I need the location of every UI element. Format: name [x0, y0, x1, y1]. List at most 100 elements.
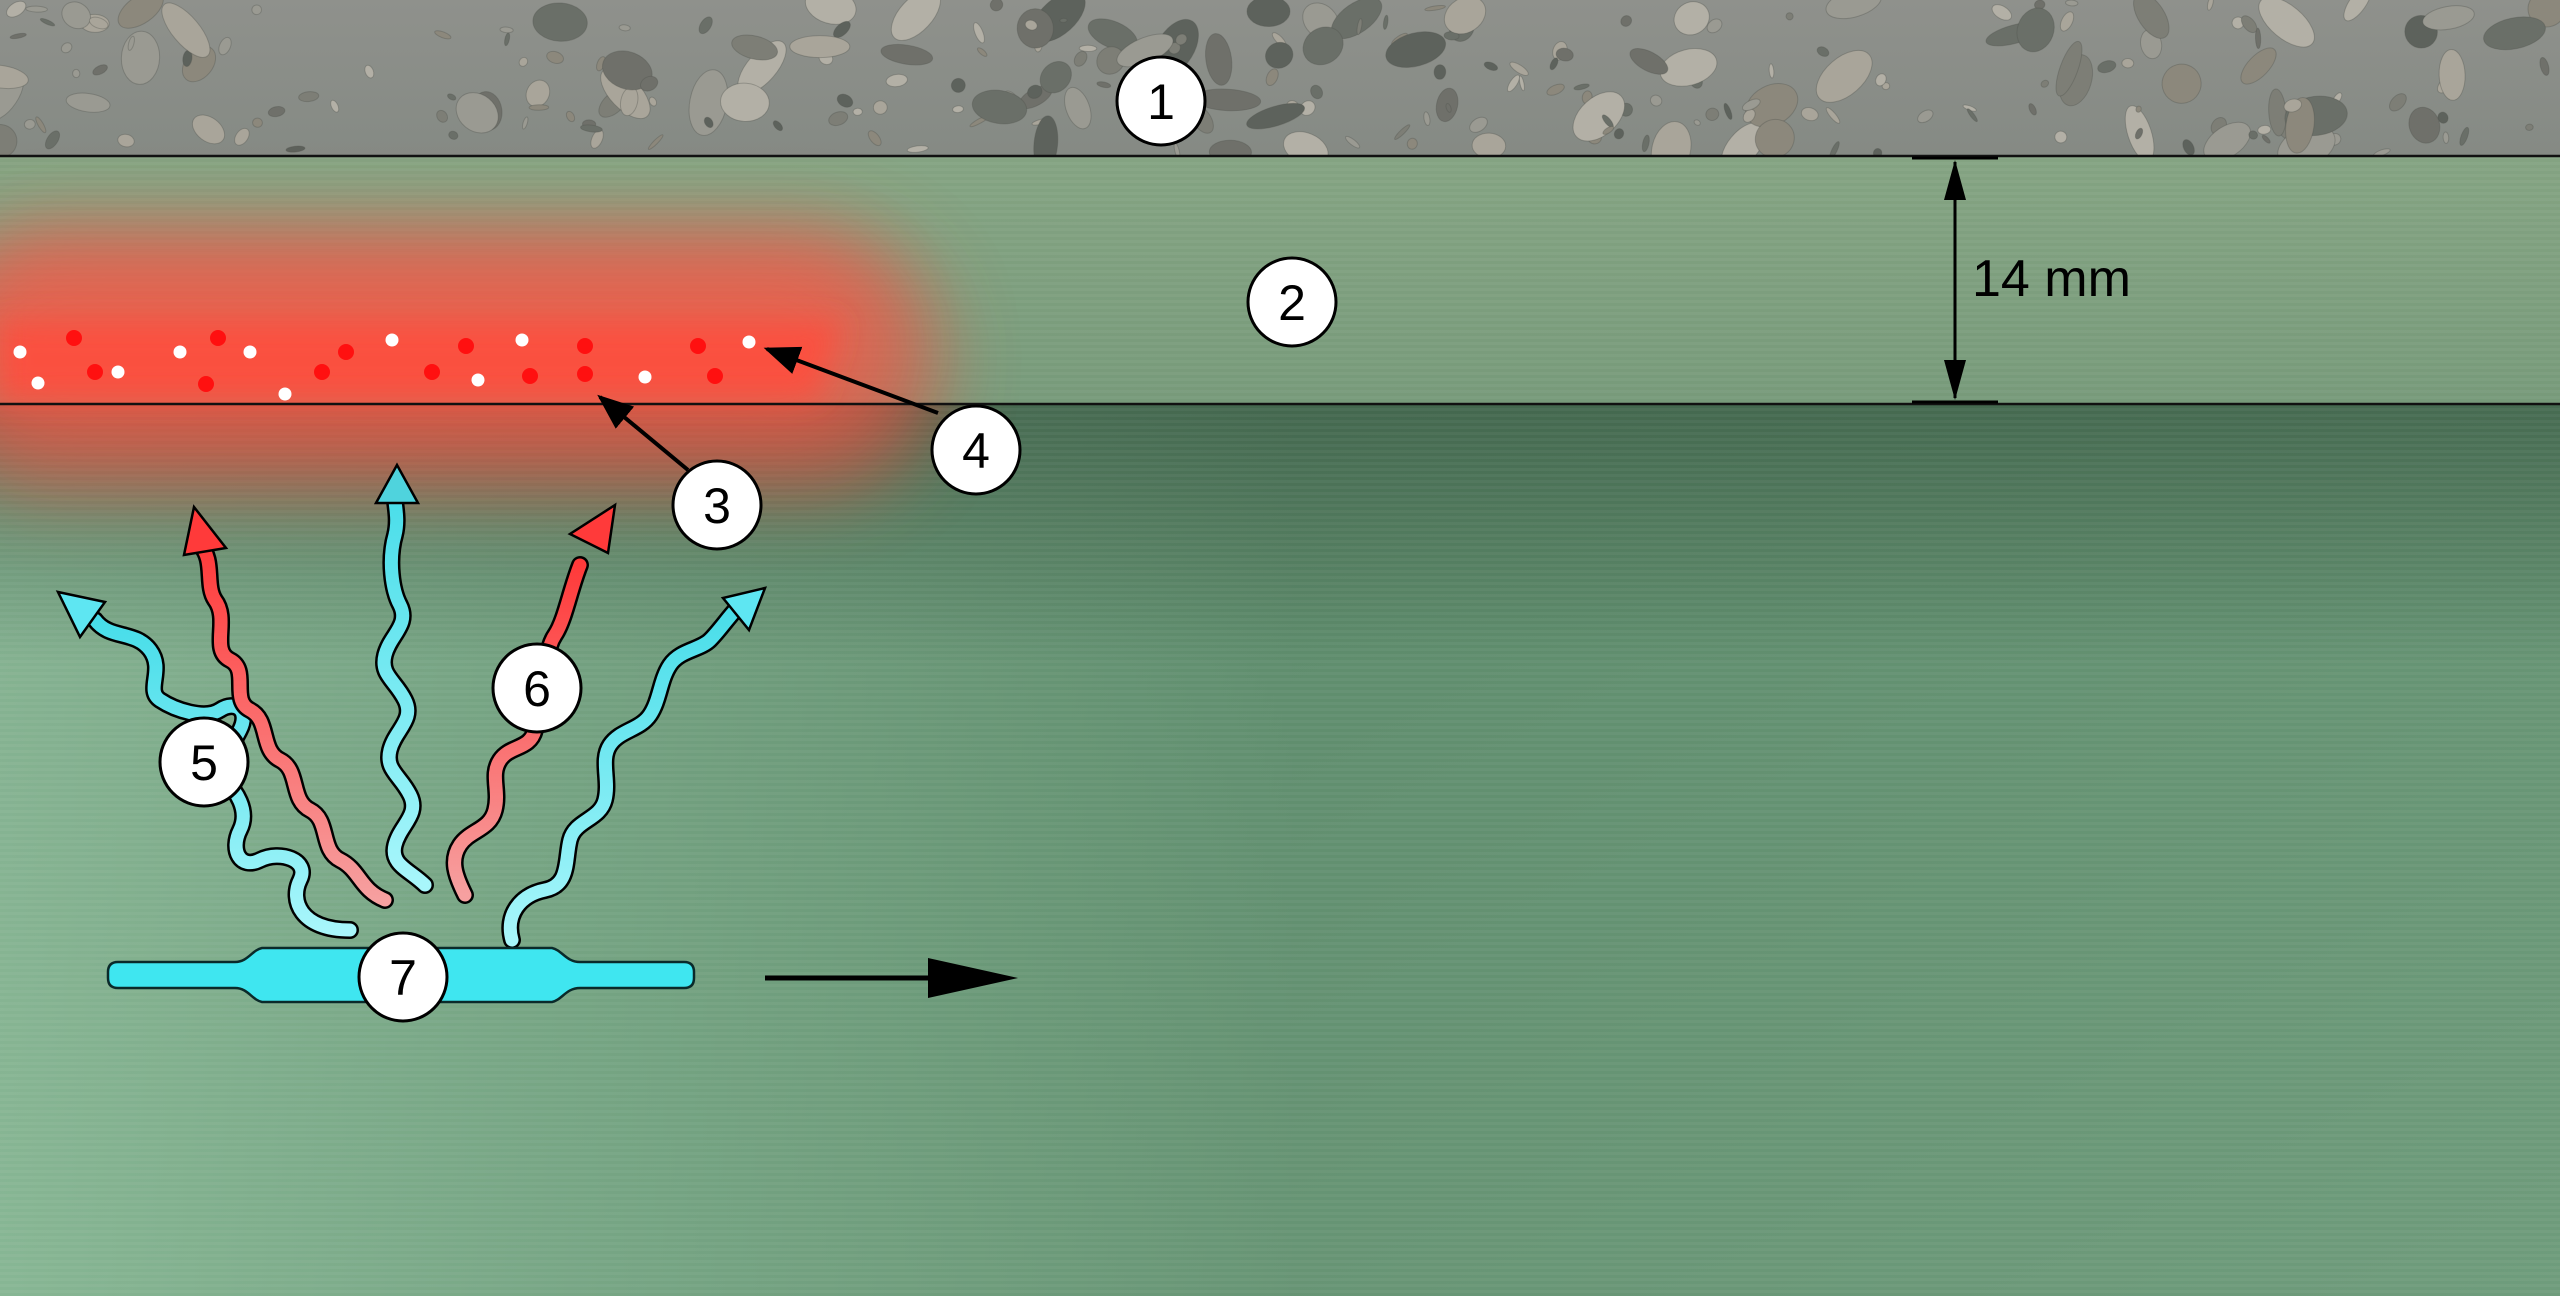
aggregate-stone [1445, 102, 1452, 113]
aggregate-stone [88, 16, 109, 30]
aggregate-stone [1024, 19, 1038, 31]
aggregate-stone [127, 35, 135, 51]
aggregate-stone [1424, 4, 1446, 12]
aggregate-stone [1345, 135, 1361, 149]
aggregate-stone [251, 4, 263, 16]
red-particle [314, 364, 330, 380]
aggregate-stone [1723, 102, 1733, 120]
aggregate-stone [23, 118, 36, 130]
aggregate-stone [1310, 84, 1324, 100]
aggregate-stone [1039, 60, 1072, 94]
aggregate-stone [1059, 17, 1068, 23]
aggregate-stone [455, 92, 499, 134]
aggregate-stone [448, 130, 459, 140]
aggregate-stone [2459, 126, 2470, 146]
particles [13, 330, 756, 401]
aggregate-stone [2539, 56, 2550, 76]
aggregate-stone [2388, 93, 2407, 112]
aggregate-stone [1096, 81, 1112, 89]
aggregate-stone [1966, 108, 1978, 123]
aggregate-stone [2121, 57, 2135, 69]
aggregate-stone [1800, 107, 1819, 122]
aggregate-stone [2059, 11, 2075, 32]
aggregate-stone [2343, 0, 2372, 22]
callout-7: 7 [357, 931, 449, 1023]
white-particle [471, 373, 485, 387]
aggregate-stone [880, 43, 934, 66]
aggregate-stone [1423, 111, 1431, 127]
aggregate-stone [772, 120, 784, 132]
leader-line-3 [597, 394, 690, 472]
aggregate-stone [2438, 49, 2466, 101]
aggregate-stone [2231, 16, 2245, 30]
aggregate-stone [648, 96, 658, 107]
aggregate-stone [580, 124, 603, 133]
aggregate-stone [952, 105, 964, 114]
aggregate-stone [1506, 74, 1521, 93]
particle-band [0, 322, 840, 398]
aggregate-stone [2258, 0, 2315, 48]
aggregate-stone [2248, 130, 2259, 140]
aggregate-stone [1078, 44, 1098, 53]
aggregate-stone [9, 32, 27, 40]
aggregate-stone [285, 145, 306, 153]
aggregate-stone [1443, 0, 1487, 35]
white-particle [243, 345, 257, 359]
aggregate-stone [2525, 123, 2534, 131]
callout-4-label: 4 [962, 423, 990, 479]
aggregate-stone [867, 130, 882, 147]
aggregate-stone [703, 116, 714, 129]
red-particle [707, 368, 723, 384]
aggregate-stone [504, 32, 511, 47]
aggregate-stone [0, 64, 29, 90]
aggregate-stone [39, 17, 56, 27]
aggregate-stone [35, 116, 47, 134]
aggregate-stone [434, 30, 452, 40]
thickness-dimension: 14 mm [1912, 156, 2131, 404]
aggregate-stone [364, 64, 375, 79]
aggregate-stone [528, 104, 550, 111]
aggregate-stone [647, 134, 664, 150]
aggregate-stone [1302, 26, 1344, 66]
aggregate-stone [1246, 102, 1306, 130]
cyan-wave-3 [501, 586, 768, 949]
aggregate-stone [1175, 33, 1188, 46]
red-particle [690, 338, 706, 354]
aggregate-stone [1027, 84, 1043, 99]
callout-1: 1 [1115, 55, 1207, 147]
leader-line-4 [763, 346, 939, 415]
aggregate-stone [234, 127, 250, 146]
aggregate-stone [252, 117, 263, 128]
callout-6: 6 [491, 642, 583, 734]
aggregate-stone [1706, 18, 1723, 34]
aggregate-stone [565, 110, 576, 123]
aggregate-stone [2134, 127, 2144, 140]
aggregate-stone [2135, 105, 2142, 113]
aggregate-stone [532, 2, 588, 42]
aggregate-stone [2408, 106, 2441, 144]
aggregate-stone [1246, 0, 1291, 27]
aggregate-stone [720, 82, 770, 122]
motion-arrow [765, 958, 1018, 998]
callout-5: 5 [158, 716, 250, 808]
aggregate-stone [2261, 134, 2271, 144]
aggregate-stone [1613, 128, 1625, 140]
aggregate-stone [1573, 83, 1590, 91]
white-particle [515, 333, 529, 347]
aggregate-stone [1073, 50, 1088, 67]
aggregate-stone [1881, 82, 1891, 91]
aggregate-stone [1816, 46, 1830, 57]
aggregate-stone [65, 92, 111, 113]
aggregate-stone [161, 2, 211, 58]
thickness-label: 14 mm [1972, 250, 2131, 308]
aggregate-stone [1693, 119, 1701, 126]
callout-6-label: 6 [523, 661, 551, 717]
callout-2-label: 2 [1278, 275, 1306, 331]
aggregate-stone [1064, 86, 1092, 130]
aggregate-stone [1509, 61, 1529, 76]
aggregate-stone [44, 130, 61, 150]
callout-4: 4 [930, 404, 1022, 496]
red-particle [87, 364, 103, 380]
